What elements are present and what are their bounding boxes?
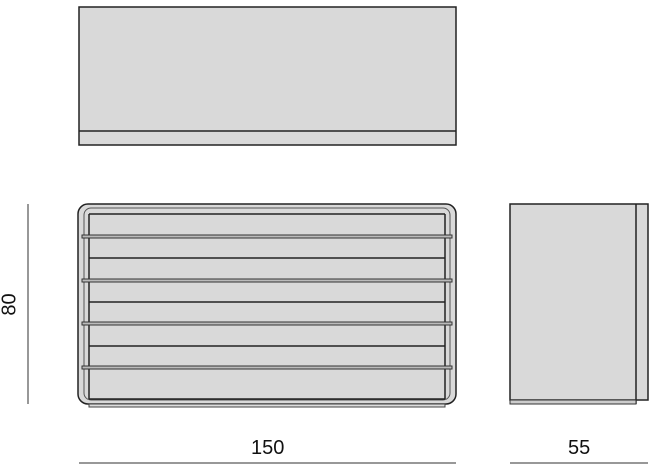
depth-dimension-label: 55	[568, 437, 591, 459]
width-dimension-label: 150	[251, 437, 285, 459]
front-view	[77, 203, 457, 408]
top-view	[78, 6, 457, 146]
height-dimension-label: 80	[0, 293, 21, 316]
side-view	[509, 203, 649, 405]
drawer-rails	[81, 234, 453, 370]
dimension-lines	[27, 204, 648, 464]
